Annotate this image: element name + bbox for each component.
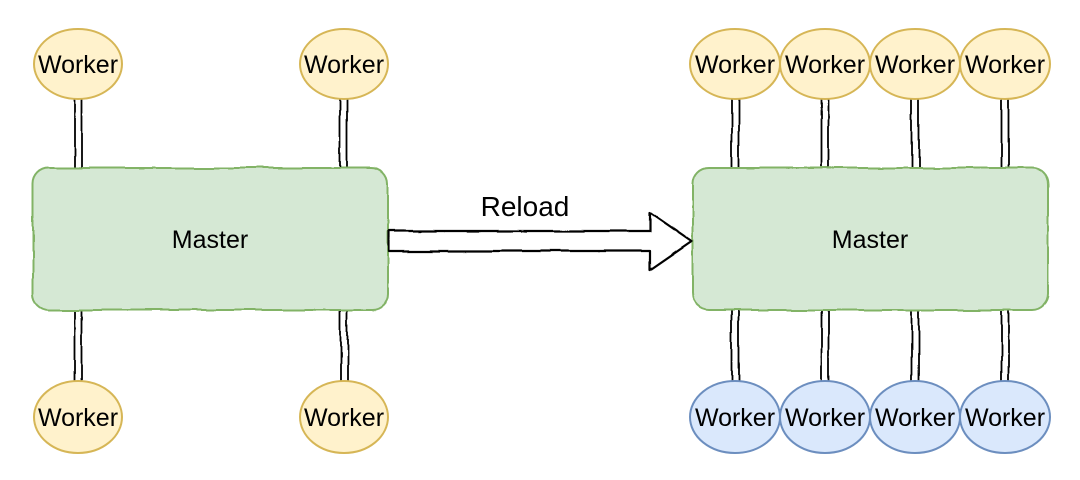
worker-nodes-layer xyxy=(33,28,1051,454)
sketch-layer xyxy=(32,98,1049,383)
left-bottom-connector-2 xyxy=(339,307,349,383)
right-master-label: Master xyxy=(832,226,908,254)
left-top-connector-2 xyxy=(339,98,349,171)
right-bottom-worker-2-label: Worker xyxy=(785,404,865,432)
left-top-worker-1 xyxy=(33,28,123,100)
left-top-worker-2-label: Worker xyxy=(304,51,384,79)
left-bottom-worker-1-label: Worker xyxy=(38,404,118,432)
right-top-connector-4 xyxy=(1000,98,1010,171)
reload-arrow-label: Reload xyxy=(481,191,570,222)
right-top-worker-3-label: Worker xyxy=(875,51,955,79)
left-top-worker-2 xyxy=(299,28,389,100)
right-top-connector-3 xyxy=(910,98,920,171)
right-top-connector-2 xyxy=(820,98,830,171)
right-top-connector-1 xyxy=(730,98,740,171)
right-top-worker-2-label: Worker xyxy=(785,51,865,79)
labels-layer: Worker Worker Worker Worker Master Worke… xyxy=(38,51,1045,432)
right-bottom-worker-4-label: Worker xyxy=(965,404,1045,432)
right-top-worker-1-label: Worker xyxy=(695,51,775,79)
right-bottom-worker-3-label: Worker xyxy=(875,404,955,432)
right-top-worker-4 xyxy=(959,28,1051,100)
left-bottom-connector-1 xyxy=(73,307,83,383)
left-bottom-worker-2 xyxy=(299,380,389,454)
reload-arrow xyxy=(387,210,694,272)
left-bottom-worker-1 xyxy=(33,380,123,454)
right-bottom-connector-2 xyxy=(820,307,830,383)
left-master-label: Master xyxy=(172,226,248,254)
right-master-box xyxy=(692,167,1049,311)
right-top-worker-4-label: Worker xyxy=(965,51,1045,79)
left-top-connector-1 xyxy=(73,98,83,171)
right-bottom-worker-1-label: Worker xyxy=(695,404,775,432)
right-bottom-connector-4 xyxy=(1000,307,1010,383)
right-bottom-connector-1 xyxy=(730,307,740,383)
left-bottom-worker-2-label: Worker xyxy=(304,404,384,432)
right-bottom-worker-4 xyxy=(959,380,1051,454)
left-top-worker-1-label: Worker xyxy=(38,51,118,79)
right-bottom-connector-3 xyxy=(910,307,920,383)
